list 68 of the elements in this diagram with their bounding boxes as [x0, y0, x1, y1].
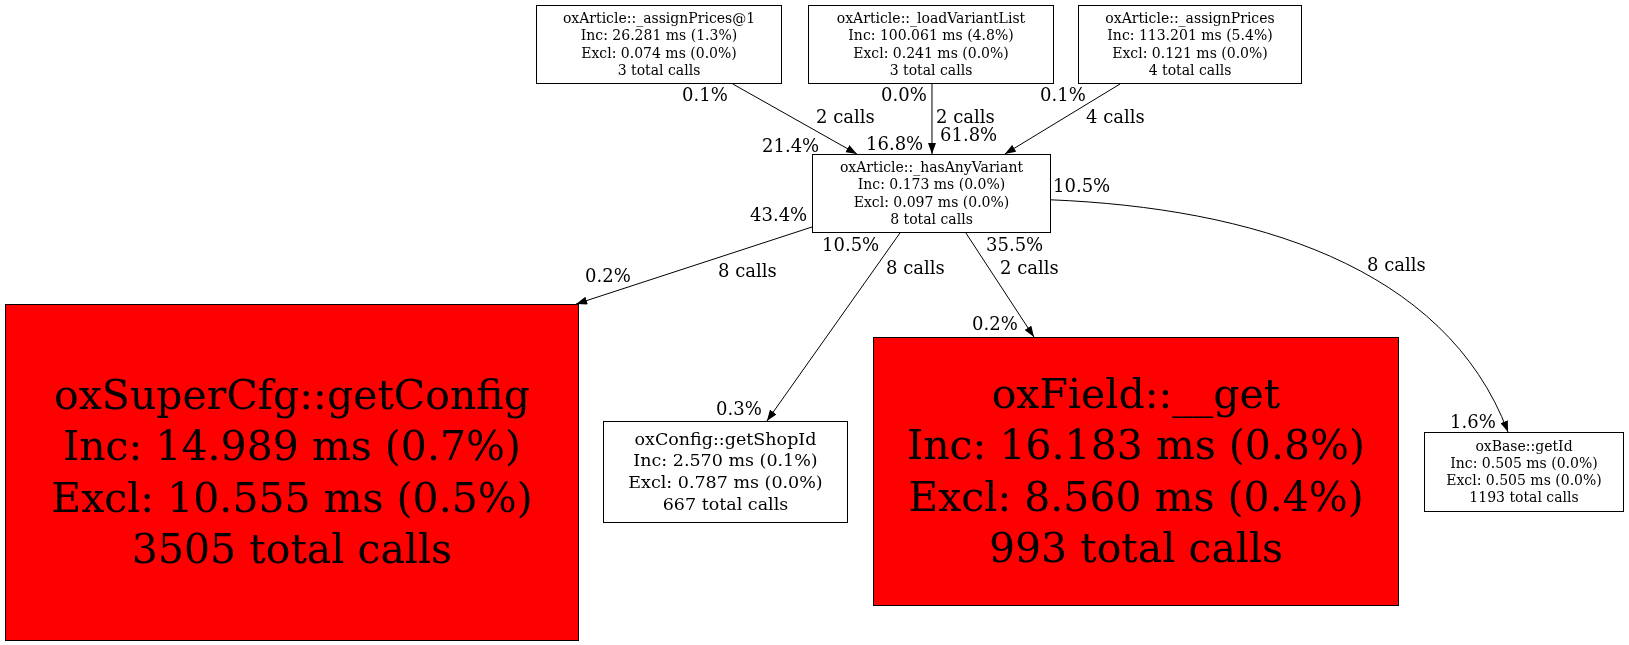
function-box [873, 337, 1399, 606]
percentage-label: 0.3% [716, 400, 762, 418]
percentage-label: 35.5% [986, 236, 1044, 254]
inclusive-time: Inc: 2.570 ms (0.1%) [633, 450, 818, 472]
inclusive-time: Inc: 26.281 ms (1.3%) [580, 27, 738, 45]
edge-label: 2 calls [1000, 259, 1059, 277]
call-count: 3505 total calls [131, 523, 453, 575]
function-name: oxArticle::_loadVariantList [836, 10, 1026, 28]
edge-label: 8 calls [886, 259, 945, 277]
function-box [1424, 432, 1624, 512]
percentage-label: 0.1% [1040, 86, 1086, 104]
arrow [766, 232, 901, 422]
function-box [603, 421, 848, 523]
arrow [575, 226, 813, 305]
arrow [1050, 199, 1509, 433]
exclusive-time: Excl: 0.241 ms (0.0%) [853, 44, 1009, 62]
function-name: oxConfig::getShopId [634, 428, 817, 451]
exclusive-time: Excl: 0.097 ms (0.0%) [853, 193, 1010, 211]
call-count: 3 total calls [889, 61, 973, 79]
arrow [928, 83, 936, 155]
percentage-label: 43.4% [750, 206, 808, 224]
function-box [808, 5, 1054, 84]
arrow [1004, 83, 1121, 155]
function-box [5, 304, 579, 641]
call-count: 4 total calls [1148, 61, 1232, 79]
inclusive-time: Inc: 16.183 ms (0.8%) [907, 420, 1365, 472]
percentage-label: 16.8% [866, 135, 924, 153]
exclusive-time: Excl: 0.121 ms (0.0%) [1112, 44, 1268, 62]
percentage-label: 61.8% [940, 126, 998, 144]
exclusive-time: Excl: 0.505 ms (0.0%) [1446, 472, 1602, 490]
percentage-label: 0.2% [585, 267, 631, 285]
function-box [536, 5, 782, 84]
edge-label: 4 calls [1086, 108, 1145, 126]
call-count: 1193 total calls [1469, 489, 1579, 507]
inclusive-time: Inc: 0.505 ms (0.0%) [1450, 454, 1598, 472]
exclusive-time: Excl: 10.555 ms (0.5%) [51, 472, 533, 524]
percentage-label: 21.4% [762, 137, 820, 155]
inclusive-time: Inc: 0.173 ms (0.0%) [857, 176, 1006, 194]
function-name: oxBase::getId [1475, 437, 1573, 455]
function-name: oxSuperCfg::getConfig [54, 370, 530, 421]
function-name: oxField::__get [991, 369, 1281, 420]
arrow [732, 83, 858, 155]
edge-label: 8 calls [718, 262, 777, 280]
exclusive-time: Excl: 8.560 ms (0.4%) [908, 471, 1364, 523]
inclusive-time: Inc: 100.061 ms (4.8%) [848, 27, 1014, 45]
function-box [1078, 5, 1302, 84]
call-count: 3 total calls [617, 61, 701, 79]
edge-label: 8 calls [1367, 256, 1426, 274]
call-count: 993 total calls [988, 522, 1284, 574]
percentage-label: 10.5% [1053, 177, 1111, 195]
percentage-label: 0.0% [881, 86, 927, 104]
percentage-label: 10.5% [822, 236, 880, 254]
inclusive-time: Inc: 113.201 ms (5.4%) [1107, 27, 1273, 45]
arrow [965, 232, 1035, 338]
exclusive-time: Excl: 0.787 ms (0.0%) [628, 472, 823, 494]
edge-label: 2 calls [936, 108, 995, 126]
function-box [812, 154, 1051, 233]
function-name: oxArticle::_assignPrices [1105, 10, 1275, 28]
exclusive-time: Excl: 0.074 ms (0.0%) [581, 44, 737, 62]
inclusive-time: Inc: 14.989 ms (0.7%) [63, 421, 521, 473]
function-name: oxArticle::_assignPrices@1 [562, 10, 756, 28]
edge-label: 2 calls [816, 108, 875, 126]
call-count: 8 total calls [890, 210, 973, 228]
percentage-label: 1.6% [1450, 413, 1496, 431]
percentage-label: 0.1% [682, 86, 728, 104]
percentage-label: 0.2% [972, 315, 1018, 333]
function-name: oxArticle::_hasAnyVariant [839, 159, 1024, 177]
call-count: 667 total calls [662, 493, 789, 516]
